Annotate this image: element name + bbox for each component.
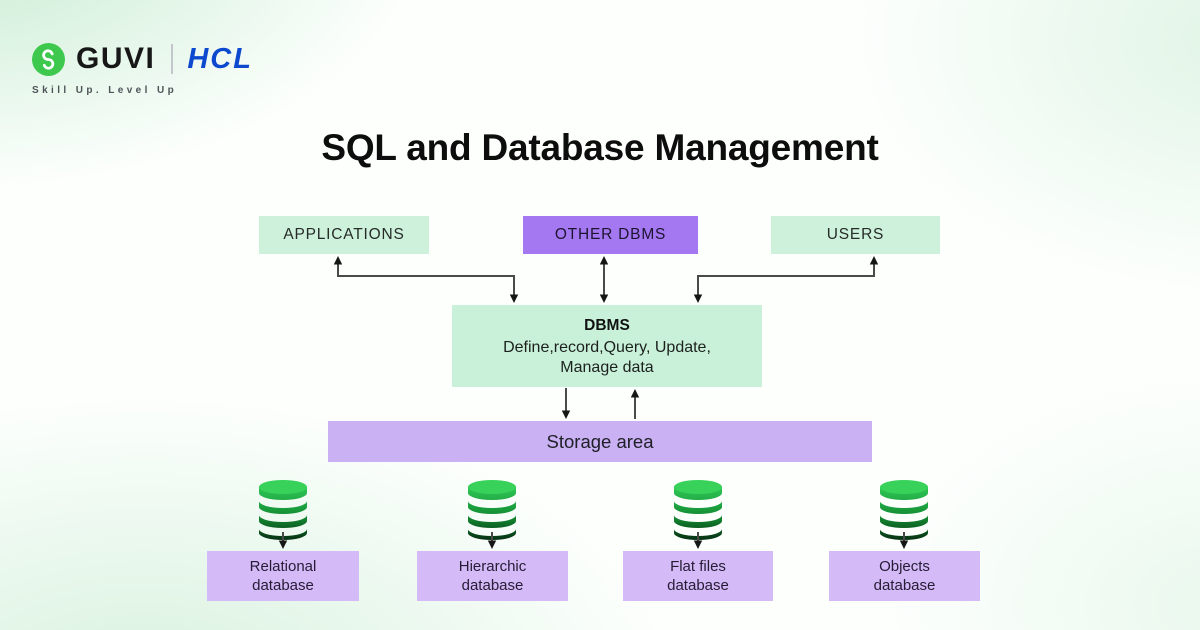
hierarchic-database-box: Hierarchic database (417, 551, 568, 601)
flat-files-database-box: Flat files database (623, 551, 773, 601)
objects-line1: Objects (879, 558, 930, 575)
database-icon (257, 478, 309, 544)
objects-line2: database (873, 577, 936, 594)
other-dbms-box: OTHER DBMS (523, 216, 698, 254)
hierarchic-line1: Hierarchic (458, 558, 527, 575)
database-icon (466, 478, 518, 544)
database-icon (878, 478, 930, 544)
flat-files-line1: Flat files (670, 558, 726, 575)
brand-divider (171, 44, 174, 74)
storage-area-bar: Storage area (328, 421, 872, 462)
database-icon (672, 478, 724, 544)
hcl-wordmark: HCL (187, 42, 253, 75)
applications-box: APPLICATIONS (259, 216, 429, 254)
dbms-line2: Manage data (560, 359, 654, 376)
brand-header: GUVI HCL Skill Up. Level Up (32, 42, 253, 96)
users-box: USERS (771, 216, 940, 254)
other-dbms-label: OTHER DBMS (554, 226, 667, 243)
hierarchic-line2: database (461, 577, 524, 594)
relational-line1: Relational (249, 558, 317, 575)
page-title: SQL and Database Management (321, 127, 879, 168)
brand-tagline: Skill Up. Level Up (32, 85, 178, 96)
flat-files-line2: database (667, 577, 729, 594)
applications-label: APPLICATIONS (283, 226, 405, 243)
dbms-box: DBMS Define,record,Query, Update, Manage… (452, 305, 762, 387)
objects-database-box: Objects database (829, 551, 980, 601)
guvi-logo-icon (32, 42, 65, 76)
storage-area-label: Storage area (546, 430, 654, 452)
dbms-line1: Define,record,Query, Update, (503, 339, 711, 356)
guvi-wordmark: GUVI (76, 42, 156, 75)
dbms-title: DBMS (584, 317, 630, 334)
users-label: USERS (826, 226, 885, 243)
relational-line2: database (252, 577, 314, 594)
relational-database-box: Relational database (207, 551, 359, 601)
